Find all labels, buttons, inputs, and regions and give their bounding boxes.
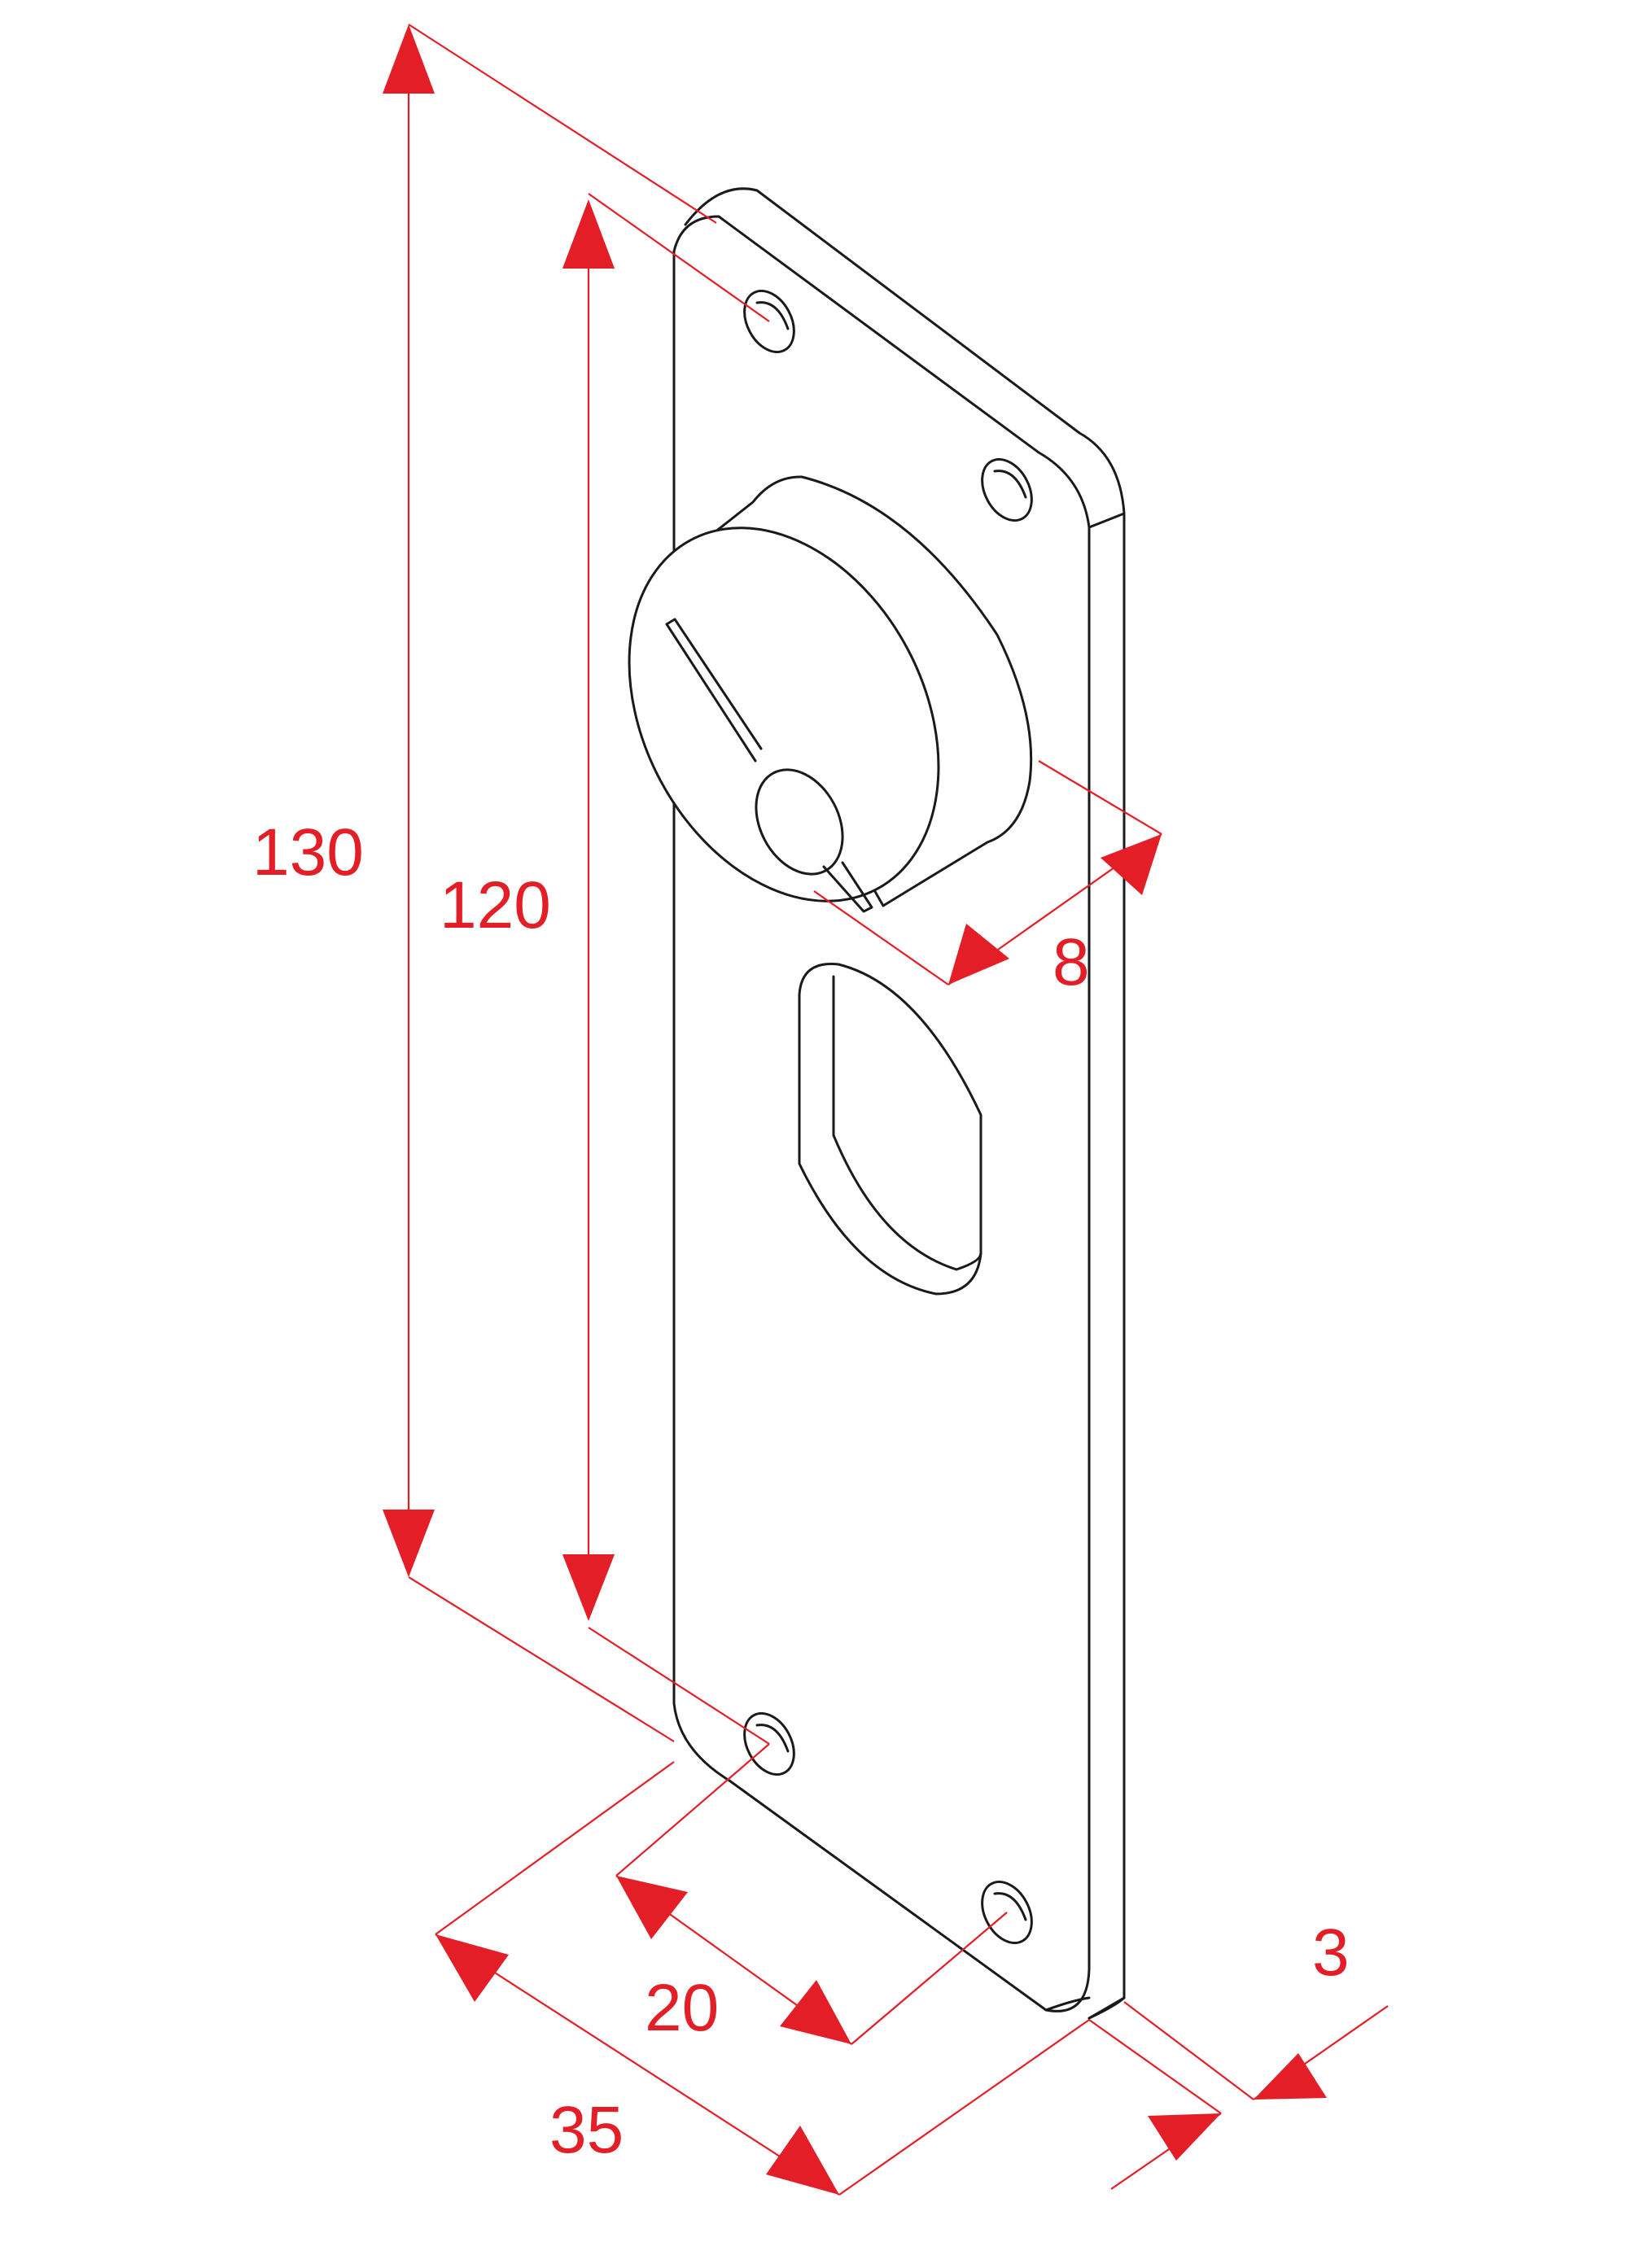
- dim-arrow-130-top: [383, 24, 435, 94]
- screw-hole-top-left: [743, 289, 795, 354]
- dimension-lines: [383, 24, 1389, 2196]
- dimension-labels: 130 120 8 20 35 3: [252, 815, 1350, 2167]
- thumb-turn-knob: [755, 768, 844, 876]
- plate-bottom-edge: [1044, 1996, 1126, 2020]
- dim-line-35: [435, 1934, 840, 2196]
- plate-top-edge: [684, 187, 1126, 515]
- dim-arrow-20-right: [780, 1980, 851, 2044]
- screw-hole-bottom-left: [743, 1711, 795, 1776]
- thumb-turn-rosette: [628, 475, 1033, 913]
- indicator-inner: [832, 975, 982, 1271]
- thumb-turn-slot: [665, 618, 763, 763]
- thumb-turn-tail: [822, 861, 873, 913]
- label-escutcheon-projection: 8: [1053, 925, 1090, 999]
- label-hole-offset-width: 20: [645, 1971, 719, 2045]
- dim-arrow-35-right: [766, 2126, 839, 2195]
- rosette-face: [628, 527, 940, 902]
- plate-right-edge: [1088, 512, 1126, 2020]
- screw-hole-bottom-right: [981, 1880, 1033, 1945]
- dim-arrow-20-left: [616, 1876, 688, 1939]
- dim-arrow-120-bottom: [562, 1554, 615, 1621]
- door-plate: [628, 187, 1126, 2020]
- dim-arrow-3-right: [1254, 2053, 1327, 2100]
- dim-arrow-8-left: [948, 924, 1009, 985]
- dim-arrow-130-bottom: [383, 1510, 435, 1577]
- label-thickness: 3: [1312, 1916, 1350, 1990]
- dim-arrow-3-left: [1148, 2113, 1221, 2161]
- label-overall-height: 130: [252, 815, 364, 889]
- label-overall-width: 35: [549, 2093, 624, 2167]
- dim-arrow-120-top: [562, 199, 615, 269]
- label-hole-spacing: 120: [440, 868, 551, 942]
- indicator-opening: [798, 962, 982, 1296]
- dim-arrow-35-left: [435, 1934, 509, 2002]
- screw-hole-top-right: [981, 457, 1033, 522]
- dim-arrow-8-right: [1101, 834, 1162, 895]
